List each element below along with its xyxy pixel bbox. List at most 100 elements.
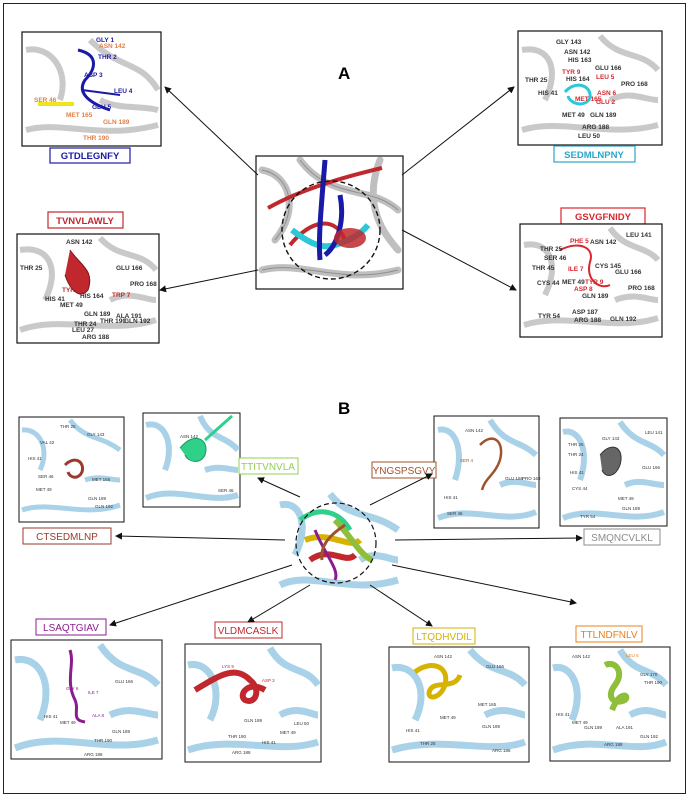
- panel-b-r1-2-structure: [142, 412, 241, 508]
- res-asn142: ASN 142: [99, 43, 126, 50]
- label-box-ctsedmlnp: [22, 527, 112, 545]
- res-asp3: ASP 3: [84, 72, 103, 79]
- panel-b-center-structure: [276, 490, 402, 594]
- label-box-ltqdhvdil: [412, 627, 476, 645]
- arrow-a-bottom-right: [401, 229, 517, 291]
- res-b22-leu50: LEU 50: [294, 721, 310, 726]
- res-asn6-tr: ASN 6: [597, 90, 617, 97]
- res-cys44-br: CYS 44: [537, 280, 560, 287]
- res-b22-his41: HIS 41: [262, 740, 276, 745]
- res-thr45-br: THR 45: [532, 265, 555, 272]
- res-b24-leu5: LEU 5: [626, 653, 639, 658]
- center-b-dashed-circle: [295, 502, 377, 584]
- res-pro168-bl: PRO 168: [130, 281, 157, 288]
- panel-b-r2-4-structure: [549, 646, 671, 762]
- arrow-a-top-right: [401, 86, 515, 176]
- panel-b-r1-1-structure: [18, 416, 125, 523]
- panel-b-r1-4-structure: [559, 417, 668, 527]
- res-b14-met49: MET 49: [618, 496, 634, 501]
- arrow-a-bottom-left: [159, 269, 259, 293]
- res-arg188-bl: ARG 188: [82, 334, 109, 341]
- res-b23-met165: MET 165: [478, 702, 497, 707]
- res-thr2: THR 2: [98, 54, 117, 61]
- res-b21-his41: HIS 41: [44, 714, 58, 719]
- res-b13-ser4: SER 4: [460, 458, 474, 463]
- res-b12-asn142: ASN 142: [180, 434, 199, 439]
- label-yngspsgvy: YNGSPSGVY: [373, 466, 436, 477]
- label-ttitvnvla: TTITVNVLA: [241, 462, 295, 473]
- label-ttlndfnlv: TTLNDFNLV: [580, 630, 637, 641]
- res-met49-br: MET 49: [562, 279, 585, 286]
- label-box-sedmlnpny: [553, 145, 636, 163]
- arrow-a-top-left: [164, 86, 259, 176]
- res-b22-thr190: THR 190: [228, 734, 247, 739]
- res-b12-ser46: SER 46: [218, 488, 234, 493]
- res-b23-asn142: ASN 142: [434, 654, 453, 659]
- arrow-b-r1-1: [115, 532, 286, 541]
- panel-b-r1-3-structure: [433, 415, 540, 529]
- label-tvnvlawly: TVNVLAWLY: [56, 216, 114, 227]
- res-b24-his41: HIS 41: [556, 712, 570, 717]
- res-b14-his41: HIS 41: [570, 470, 584, 475]
- res-b11-met49: MET 49: [36, 487, 52, 492]
- figure-frame: [3, 3, 686, 794]
- res-leu27-bl: LEU 27: [72, 327, 94, 334]
- res-b21-gln189: GLN 189: [112, 729, 131, 734]
- arrow-b-r2-2: [247, 584, 311, 623]
- res-tyr9-br: TYR 9: [585, 279, 604, 286]
- panel-a-top-left-structure: [21, 31, 162, 147]
- label-box-lsaqtgiav: [35, 618, 107, 636]
- panel-b-arrows: [109, 473, 583, 627]
- res-b22-met49: MET 49: [280, 730, 296, 735]
- res-thr25-br: THR 25: [540, 246, 563, 253]
- res-b11-gln192: GLN 192: [95, 504, 114, 509]
- res-gln189: GLN 189: [103, 119, 130, 126]
- res-b11-his41: HIS 41: [28, 456, 42, 461]
- label-box-tvnvlawly: [47, 211, 124, 229]
- res-b11-gln189: GLN 189: [88, 496, 107, 501]
- res-b13-glu166: GLU 166: [505, 476, 524, 481]
- panel-b-letter: B: [338, 399, 350, 418]
- res-b24-gly170: GLY 170: [640, 672, 658, 677]
- res-b14-thr25: THR 25: [568, 442, 584, 447]
- center-a-blue-peptide: [316, 159, 345, 261]
- res-b24-gln189: GLN 189: [584, 725, 603, 730]
- res-asn142-bl: ASN 142: [66, 239, 93, 246]
- res-ile7-br: ILE 7: [568, 266, 584, 273]
- label-box-smqncvlkl: [583, 528, 661, 546]
- res-his164-bl: HIS 164: [80, 293, 104, 300]
- res-gln192-br: GLN 192: [610, 316, 637, 323]
- res-tyr54-br: TYR 54: [538, 313, 560, 320]
- res-b13-ser46: SER 46: [447, 511, 463, 516]
- res-b23-thr25: THR 25: [420, 741, 436, 746]
- res-b23-his41: HIS 41: [406, 728, 420, 733]
- res-arg188-br: ARG 188: [574, 317, 601, 324]
- res-gln189-tr: GLN 189: [590, 112, 617, 119]
- res-glu166-bl: GLU 166: [116, 265, 143, 272]
- res-glu2-tr: GLU 2: [596, 99, 616, 106]
- res-b24-thr190: THR 190: [644, 680, 663, 685]
- res-b11-ser46: SER 46: [38, 474, 54, 479]
- res-b11-gly143: GLY 143: [87, 432, 105, 437]
- res-b24-arg188: ARG 188: [604, 742, 623, 747]
- res-leu50-tr: LEU 50: [578, 133, 600, 140]
- res-asn142-tr: ASN 142: [564, 49, 591, 56]
- panel-a-center-structure: [255, 155, 404, 290]
- res-tyr9-bl: TYR 9: [62, 287, 81, 294]
- res-his163-tr: HIS 163: [568, 57, 592, 64]
- res-tyr9-tr: TYR 9: [562, 69, 581, 76]
- panel-b-r2-2-structure: [184, 643, 322, 763]
- panel-a-arrows: [159, 86, 517, 293]
- res-b24-ala191: ALA 191: [616, 725, 634, 730]
- label-box-ttlndfnlv: [575, 625, 643, 643]
- label-box-yngspsgvy: [371, 461, 437, 479]
- res-b21-met49: MET 49: [60, 720, 76, 725]
- label-vldmcaslk: VLDMCASLK: [218, 626, 279, 637]
- res-b23-gln189: GLN 189: [482, 724, 501, 729]
- res-his41-tr: HIS 41: [538, 90, 558, 97]
- res-b13-pro168: PRO 168: [522, 476, 541, 481]
- res-b24-asn142: ASN 142: [572, 654, 591, 659]
- res-phe5-br: PHE 5: [570, 238, 589, 245]
- panel-b-r2-1-structure: [10, 639, 163, 760]
- res-ser46: SER 46: [34, 97, 57, 104]
